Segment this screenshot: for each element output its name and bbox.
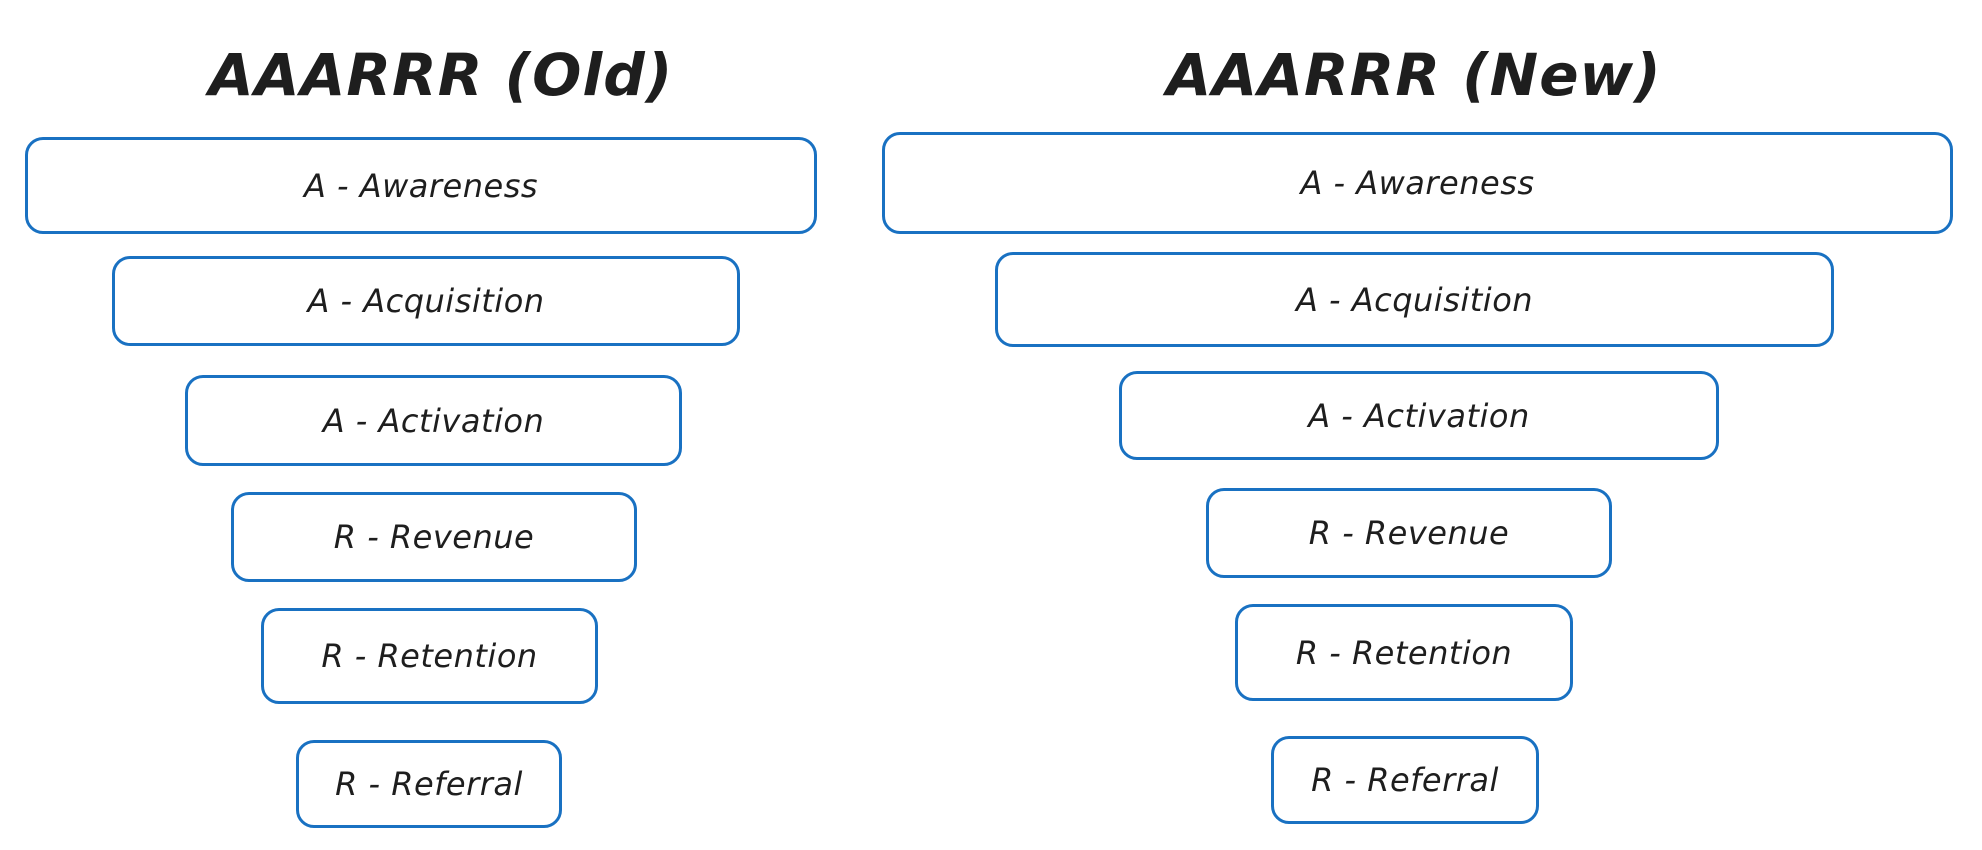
new-stage-acquisition-label: A - Acquisition [1295, 280, 1534, 319]
new-stage-revenue: R - Revenue [1206, 488, 1612, 578]
new-stage-referral: R - Referral [1271, 736, 1539, 824]
new-stage-retention-label: R - Retention [1295, 633, 1513, 672]
old-funnel-title: AAARRR (Old) [208, 41, 674, 109]
old-stage-activation-label: A - Activation [322, 401, 545, 440]
old-stage-acquisition-label: A - Acquisition [307, 282, 545, 320]
new-stage-revenue-label: R - Revenue [1308, 514, 1510, 552]
new-stage-awareness-label: A - Awareness [1300, 164, 1535, 202]
old-stage-referral: R - Referral [296, 740, 562, 828]
old-stage-retention-label: R - Retention [321, 637, 538, 675]
old-stage-retention: R - Retention [261, 608, 598, 704]
new-stage-activation: A - Activation [1119, 371, 1719, 460]
old-stage-activation: A - Activation [185, 375, 682, 466]
new-funnel-title: AAARRR (New) [1166, 41, 1662, 109]
new-stage-referral-label: R - Referral [1311, 761, 1499, 799]
new-stage-retention: R - Retention [1235, 604, 1573, 701]
old-stage-awareness-label: A - Awareness [303, 166, 539, 205]
old-stage-referral-label: R - Referral [335, 765, 523, 803]
new-stage-awareness: A - Awareness [882, 132, 1953, 234]
new-stage-acquisition: A - Acquisition [995, 252, 1834, 347]
old-stage-revenue: R - Revenue [231, 492, 637, 582]
old-stage-acquisition: A - Acquisition [112, 256, 740, 346]
old-stage-awareness: A - Awareness [25, 137, 817, 234]
new-stage-activation-label: A - Activation [1308, 396, 1530, 435]
old-stage-revenue-label: R - Revenue [333, 518, 535, 556]
